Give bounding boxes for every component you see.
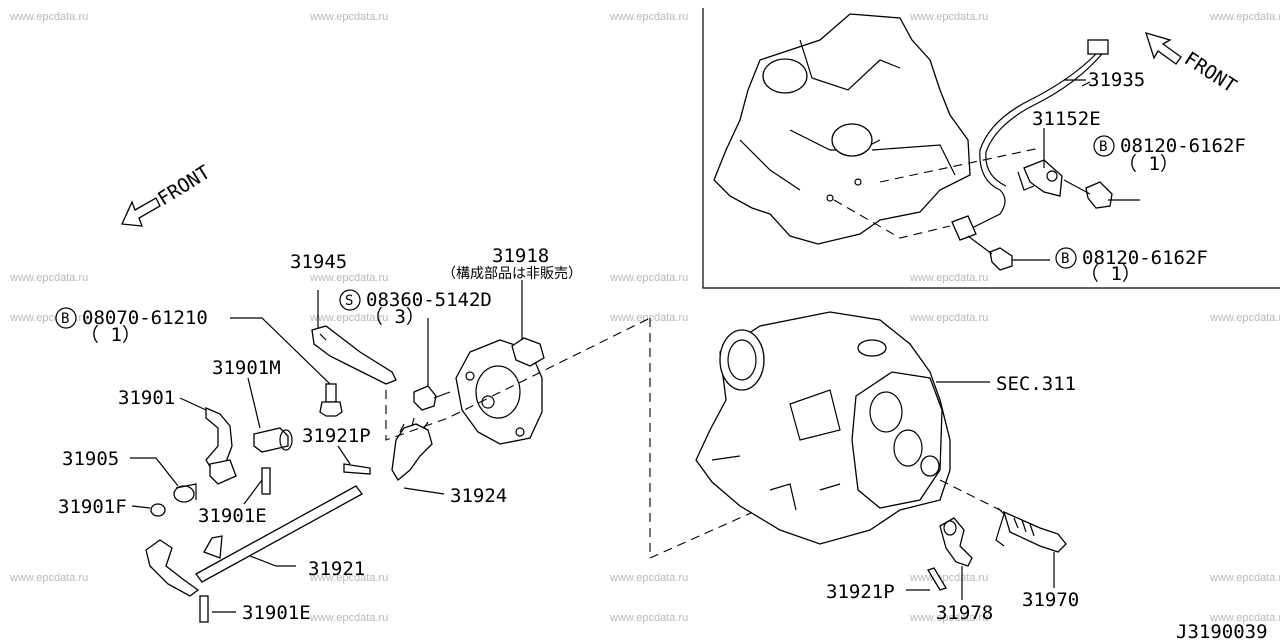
b-mark-icon: [1093, 135, 1115, 157]
screw-code-s: 08360-5142D: [366, 289, 492, 311]
watermark: www.epcdata.ru: [9, 272, 88, 284]
bolt-08070-61210: [230, 317, 343, 417]
label-31918-note: （構成部品は非販売）: [442, 266, 582, 282]
screw-08360-5142D: [413, 318, 451, 411]
bolt-inset-upper: [1063, 179, 1140, 209]
pin-31901E-upper: [243, 467, 271, 505]
watermark: www.epcdata.ru: [309, 572, 388, 584]
bolt-qty-b2: （ 1）: [1118, 153, 1179, 175]
screw-code-group-s: S 08360-5142D （ 3）: [339, 289, 492, 328]
bolt-qty-b1: （ 1）: [80, 324, 141, 346]
front-arrow-right: FRONT: [1145, 32, 1240, 98]
link-line-upper: [385, 317, 651, 441]
label-31901E-upper: 31901E: [198, 505, 267, 527]
label-31921P-right: 31921P: [826, 581, 895, 603]
watermarks: www.epcdata.ru www.epcdata.ru www.epcdat…: [9, 11, 1280, 624]
front-label-right: FRONT: [1180, 48, 1240, 98]
watermark: www.epcdata.ru: [609, 612, 688, 624]
label-31901M: 31901M: [212, 357, 281, 379]
watermark: www.epcdata.ru: [309, 612, 388, 624]
pin-31921P-right: [906, 567, 947, 591]
label-31921: 31921: [308, 558, 365, 580]
spring-31905: [130, 457, 197, 503]
watermark: www.epcdata.ru: [609, 572, 688, 584]
pin-31901E-lower: [199, 595, 236, 623]
bracket-31945: [311, 290, 397, 385]
bracket-31978: [939, 517, 973, 600]
label-31935: 31935: [1088, 69, 1145, 91]
label-31945: 31945: [290, 251, 347, 273]
watermark: www.epcdata.ru: [1209, 312, 1280, 324]
b-mark-label: B: [1061, 251, 1069, 267]
screw-qty-s: （ 3）: [364, 306, 425, 328]
label-31918: 31918: [492, 245, 549, 267]
watermark: www.epcdata.ru: [1209, 11, 1280, 23]
label-31901: 31901: [118, 387, 175, 409]
inset-frame: [702, 8, 1280, 289]
speed-sensor-31970: [939, 479, 1067, 588]
label-31901F: 31901F: [58, 496, 127, 518]
watermark: www.epcdata.ru: [9, 11, 88, 23]
watermark: www.epcdata.ru: [909, 612, 988, 624]
watermark: www.epcdata.ru: [9, 572, 88, 584]
speed-sensor-harness-31935: [951, 39, 1109, 241]
watermark: www.epcdata.ru: [609, 272, 688, 284]
bushing-31901M: [247, 377, 293, 453]
label-31901E-lower: 31901E: [242, 602, 311, 624]
diagram-id: J3190039: [1176, 621, 1268, 640]
b-mark-icon: [55, 307, 77, 329]
washer-31901F: [131, 503, 166, 517]
watermark: www.epcdata.ru: [309, 11, 388, 23]
watermark: www.epcdata.ru: [909, 312, 988, 324]
watermark: www.epcdata.ru: [1209, 572, 1280, 584]
front-label-left: FRONT: [154, 161, 214, 210]
shaft-31921: [145, 485, 363, 597]
watermark: www.epcdata.ru: [909, 272, 988, 284]
bolt-code-group-b2: B 08120-6162F （ 1）: [1093, 135, 1246, 175]
watermark: www.epcdata.ru: [609, 312, 688, 324]
bolt-code-b2: 08120-6162F: [1120, 135, 1246, 157]
detent-lever-31924: [391, 417, 445, 495]
s-mark-label: S: [345, 293, 353, 309]
watermark: www.epcdata.ru: [309, 312, 388, 324]
watermark: www.epcdata.ru: [609, 11, 688, 23]
b-mark-label: B: [1099, 139, 1107, 155]
transmission-case-sec311: [695, 311, 990, 545]
inhibitor-switch-31918: [455, 280, 545, 445]
bolt-code-group-b1: B 08070-61210 （ 1）: [55, 307, 208, 346]
label-31921P-left: 31921P: [302, 425, 371, 447]
bolt-code-b1: 08070-61210: [82, 307, 208, 329]
b-mark-icon: [1055, 247, 1077, 269]
link-line-lower: [649, 318, 781, 559]
pin-31921P-left: [337, 445, 371, 475]
label-31905: 31905: [62, 448, 119, 470]
bolt-code-b3: 08120-6162F: [1082, 247, 1208, 269]
label-31924: 31924: [450, 485, 507, 507]
label-31978: 31978: [936, 602, 993, 624]
bolt-code-group-b3: B 08120-6162F （ 1）: [1055, 247, 1208, 285]
b-mark-label: B: [61, 311, 69, 327]
bolt-qty-b3: （ 1）: [1080, 263, 1141, 285]
front-arrow-left: FRONT: [121, 161, 214, 227]
label-sec311: SEC.311: [996, 373, 1076, 395]
watermark: www.epcdata.ru: [1209, 612, 1280, 624]
watermark: www.epcdata.ru: [909, 11, 988, 23]
inset-transmission: [713, 13, 1041, 245]
label-31970: 31970: [1022, 589, 1079, 611]
lever-31901: [179, 397, 237, 485]
watermark: www.epcdata.ru: [909, 572, 988, 584]
s-mark-icon: [339, 289, 361, 311]
watermark: www.epcdata.ru: [309, 272, 388, 284]
label-31152E: 31152E: [1032, 108, 1101, 130]
bracket-31152E: [1017, 128, 1063, 197]
bolt-inset-lower: [967, 235, 1050, 271]
